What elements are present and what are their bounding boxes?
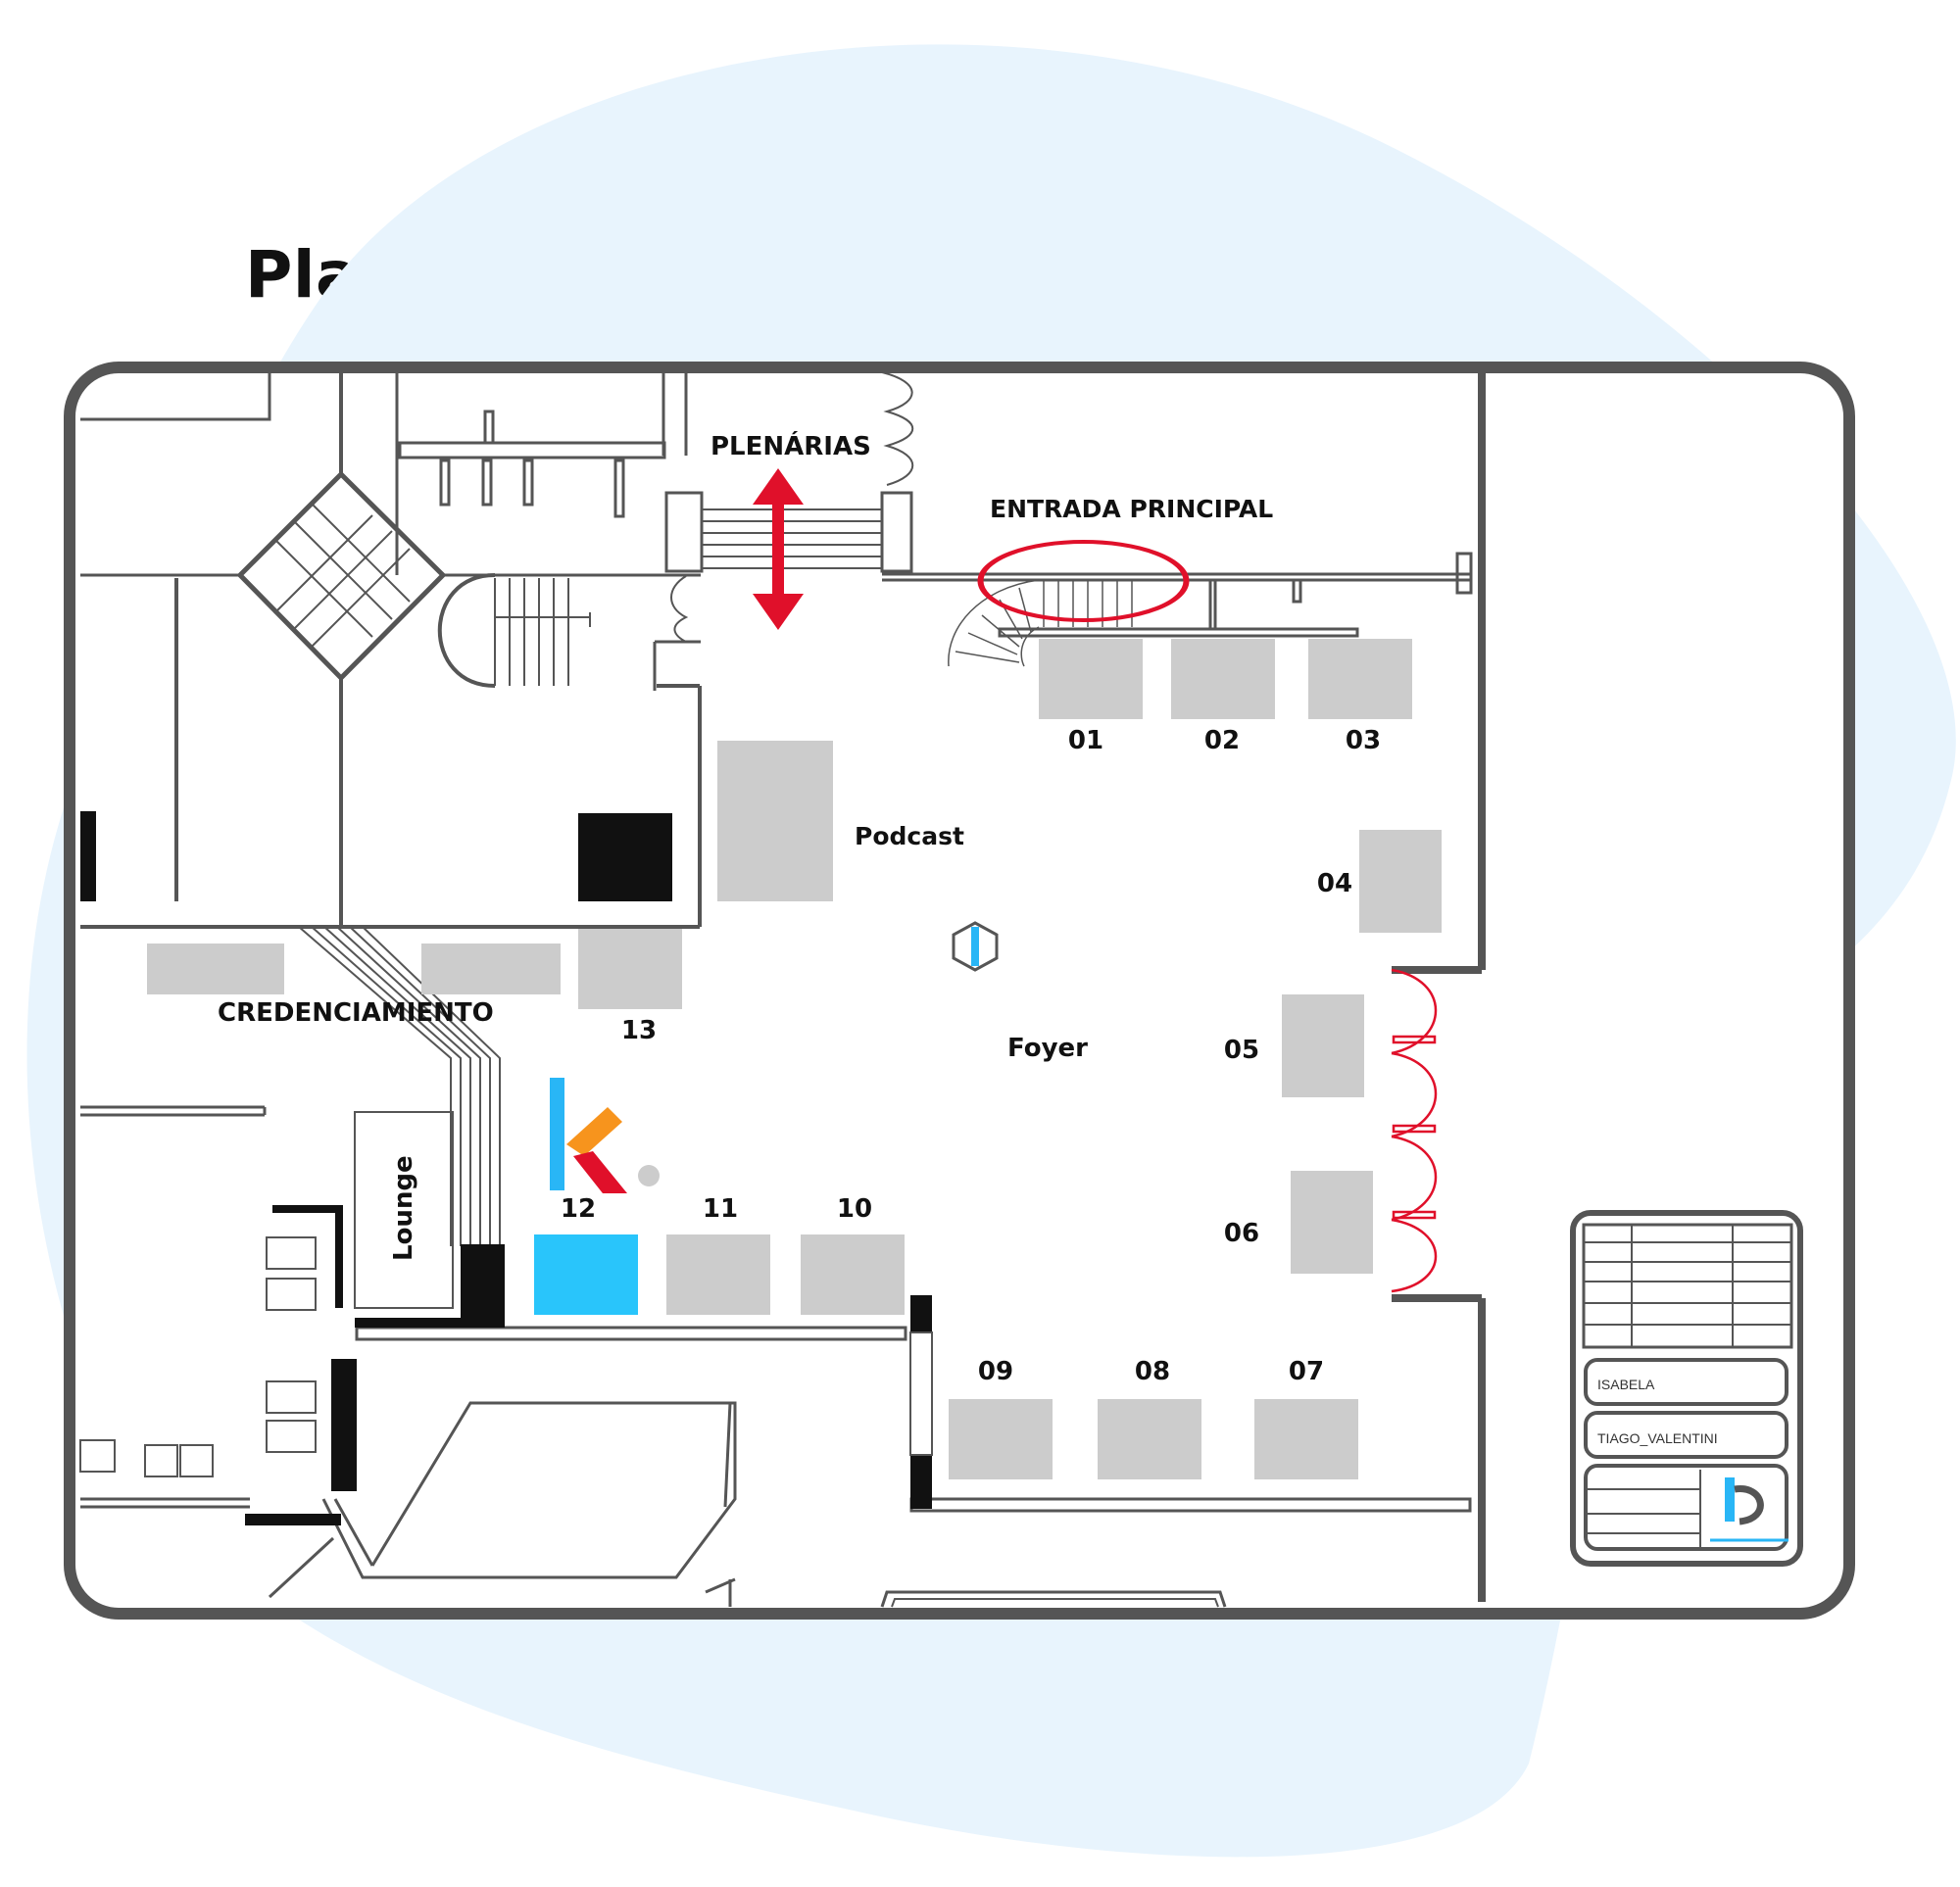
stand-label-01: 01 [1068,726,1103,755]
stand-label-13: 13 [621,1016,657,1045]
label-entrada-principal: ENTRADA PRINCIPAL [990,495,1273,523]
credenciamento-desk-1 [147,944,284,994]
double-arrow-icon [753,468,804,630]
stand-label-11: 11 [703,1194,738,1224]
stand-10[interactable] [801,1234,905,1315]
podcast-stand [717,741,833,901]
stand-08[interactable] [1098,1399,1201,1479]
title-block: ISABELA TIAGO_VALENTINI [1570,1210,1803,1567]
stand-09[interactable] [949,1399,1053,1479]
credenciamento-desk-2 [421,944,561,994]
solid-walls [80,811,932,1525]
stand-label-05: 05 [1224,1036,1259,1065]
stand-05[interactable] [1282,994,1364,1097]
stand-11[interactable] [666,1234,770,1315]
stand-label-02: 02 [1204,726,1240,755]
stand-06[interactable] [1291,1171,1373,1274]
stand-label-10: 10 [837,1194,872,1224]
stand-02[interactable] [1171,639,1275,719]
column-divider [909,1331,933,1456]
stand-label-07: 07 [1289,1357,1324,1386]
title-block-field-2: TIAGO_VALENTINI [1597,1430,1718,1446]
label-lounge: Lounge [389,1155,418,1261]
stand-label-06: 06 [1224,1219,1259,1248]
stand-07[interactable] [1254,1399,1358,1479]
stand-label-08: 08 [1135,1357,1170,1386]
stand-label-12: 12 [561,1194,596,1224]
entrance-marker [977,540,1190,622]
stand-03[interactable] [1308,639,1412,719]
title-block-field-1: ISABELA [1597,1377,1655,1392]
label-plenarias: PLENÁRIAS [710,430,871,461]
label-podcast: Podcast [855,822,964,850]
stand-label-04: 04 [1317,869,1352,898]
stand-04[interactable] [1359,830,1442,933]
stand-label-03: 03 [1346,726,1381,755]
stand-01[interactable] [1039,639,1143,719]
label-credenciamento: CREDENCIAMIENTO [218,998,494,1028]
stands-layer [147,639,1442,1479]
area-labels: PLENÁRIAS ENTRADA PRINCIPAL Podcast CRED… [218,430,1273,1261]
label-foyer: Foyer [1007,1034,1088,1063]
entrance-doors [1391,968,1438,1293]
stand-13[interactable] [578,929,682,1009]
stand-12[interactable] [534,1234,638,1315]
hexagon-icon [952,921,999,972]
stand-label-09: 09 [978,1357,1013,1386]
floorplan-walls [79,371,1486,1608]
stand-labels-layer: 01 02 03 04 05 06 07 08 09 10 11 12 13 [561,726,1381,1386]
k-logo [550,1078,660,1193]
